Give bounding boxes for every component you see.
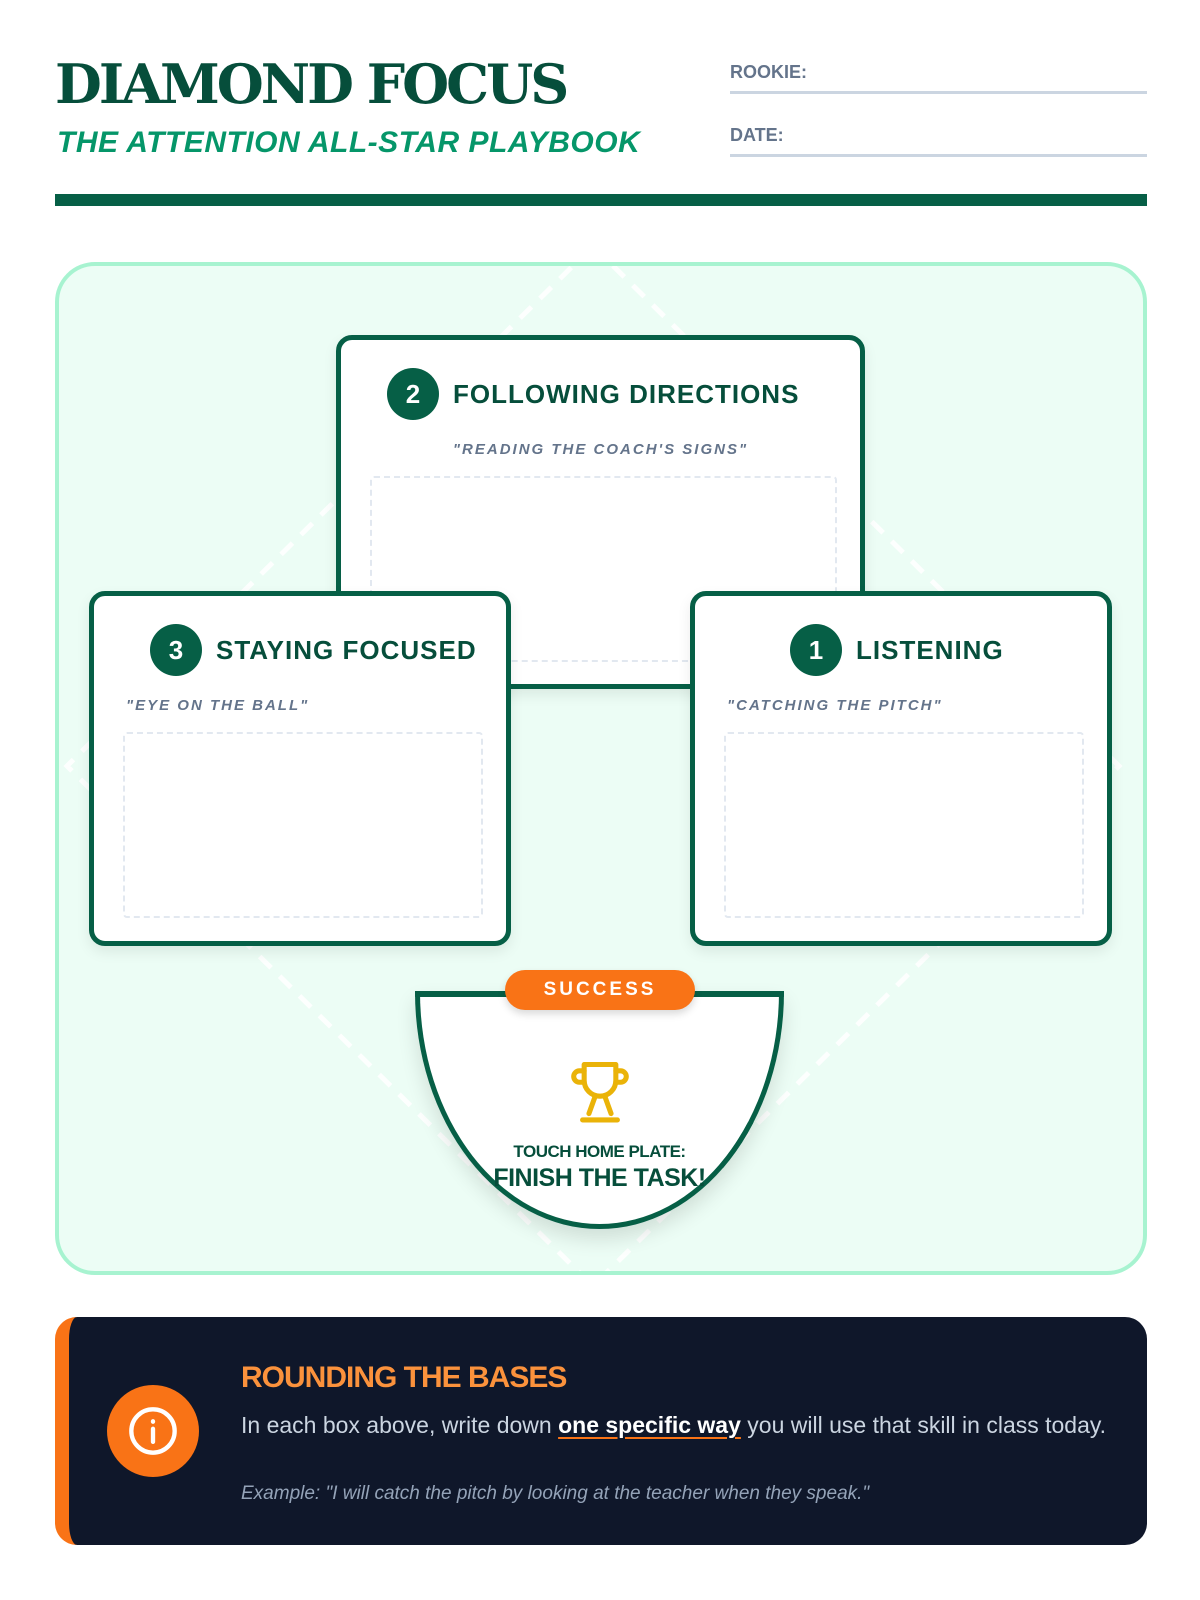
home-plate-goal: FINISH THE TASK! [493,1164,706,1192]
instructions-panel: ROUNDING THE BASES In each box above, wr… [55,1317,1147,1545]
page-subtitle: THE ATTENTION ALL-STAR PLAYBOOK [57,126,641,159]
card-header: 2 FOLLOWING DIRECTIONS [387,368,799,420]
number-badge: 1 [790,624,842,676]
info-icon [107,1385,199,1477]
card-header: 1 LISTENING [790,624,1004,676]
rookie-field[interactable]: ROOKIE: [730,62,1147,94]
card-quote: "READING THE COACH'S SIGNS" [452,441,749,458]
card-quote: "CATCHING THE PITCH" [727,697,943,714]
home-plate-label: TOUCH HOME PLATE: [513,1142,686,1161]
success-badge: SUCCESS [505,970,695,1010]
card-staying-focused: 3 STAYING FOCUSED "EYE ON THE BALL" [89,591,511,946]
write-area[interactable] [724,732,1084,918]
trophy-icon [570,1061,629,1123]
example-text: Example: "I will catch the pitch by look… [241,1483,870,1504]
date-label: DATE: [730,125,784,145]
text-part: you will use that skill in class today. [740,1412,1107,1438]
number-badge: 3 [150,624,202,676]
rookie-label: ROOKIE: [730,62,808,82]
card-title: LISTENING [856,634,1004,665]
page-title: DIAMOND FOCUS [55,52,569,116]
text-part: In each box above, write down [241,1412,559,1438]
write-area[interactable] [370,476,837,662]
instructions-title: ROUNDING THE BASES [241,1361,567,1394]
emphasis-text: one specific way [558,1412,741,1438]
card-quote: "EYE ON THE BALL" [126,697,310,714]
instructions-text: In each box above, write down one specif… [241,1409,1121,1442]
number-badge: 2 [387,368,439,420]
card-title: FOLLOWING DIRECTIONS [453,378,800,409]
header-divider [55,194,1147,206]
card-header: 3 STAYING FOCUSED [150,624,477,676]
card-title: STAYING FOCUSED [216,634,477,665]
date-field[interactable]: DATE: [730,125,1147,157]
card-listening: 1 LISTENING "CATCHING THE PITCH" [690,591,1112,946]
write-area[interactable] [123,732,483,918]
